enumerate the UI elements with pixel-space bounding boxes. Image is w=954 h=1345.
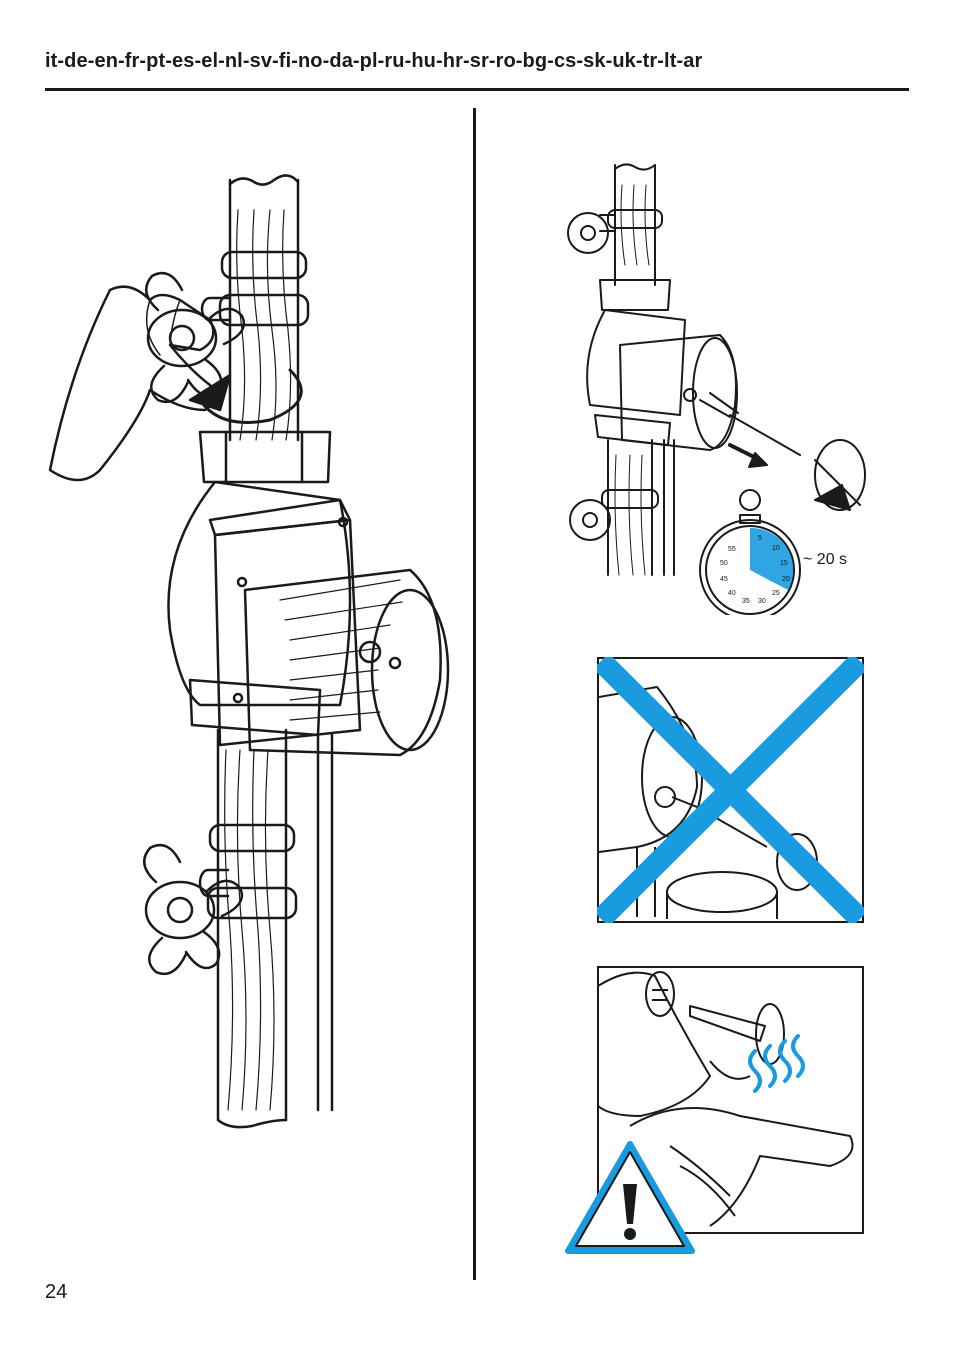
header-rule: [45, 88, 909, 91]
figure-steam-warning: [565, 966, 864, 1254]
figure-vent-pump: 5 10 15 20 25 30 35 40 45 50 55 ~ 20 s: [567, 163, 866, 615]
language-codes-header: it-de-en-fr-pt-es-el-nl-sv-fi-no-da-pl-r…: [45, 50, 703, 72]
pump-icon: [167, 480, 450, 757]
lower-valve: [143, 843, 244, 976]
dial-number: 55: [728, 546, 736, 553]
dial-number: 10: [772, 545, 780, 552]
dial-number: 30: [758, 598, 766, 605]
time-label: ~ 20 s: [803, 551, 847, 568]
lower-pipe: [206, 728, 298, 1129]
upper-union-nut: [198, 430, 332, 484]
steam-icon: [748, 1034, 805, 1093]
prohibited-x-icon: [597, 657, 864, 923]
upper-valve: [145, 271, 246, 404]
dial-number: 40: [728, 590, 736, 597]
stopwatch-blue-sector: [750, 527, 794, 590]
upper-pipe: [218, 174, 310, 442]
dial-number: 5: [758, 535, 762, 542]
rotate-arrow-icon: [198, 368, 303, 424]
pump-motor: [619, 334, 737, 451]
hand-icon: [48, 285, 216, 482]
screwdriver-icon: [699, 392, 866, 511]
page-number: 24: [45, 1281, 68, 1303]
dial-number: 35: [742, 598, 750, 605]
figure-prohibited: [597, 657, 864, 923]
column-divider: [473, 108, 476, 1280]
lower-union-nut: [188, 678, 322, 737]
dial-number: 20: [782, 576, 790, 583]
figure-open-valve: [48, 174, 450, 1129]
dial-number: 45: [720, 576, 728, 583]
dial-number: 15: [780, 560, 788, 567]
warning-triangle-icon: [565, 1141, 695, 1254]
dial-number: 50: [720, 560, 728, 567]
stopwatch-icon: [699, 489, 801, 615]
dial-number: 25: [772, 590, 780, 597]
cable: [316, 733, 334, 1112]
